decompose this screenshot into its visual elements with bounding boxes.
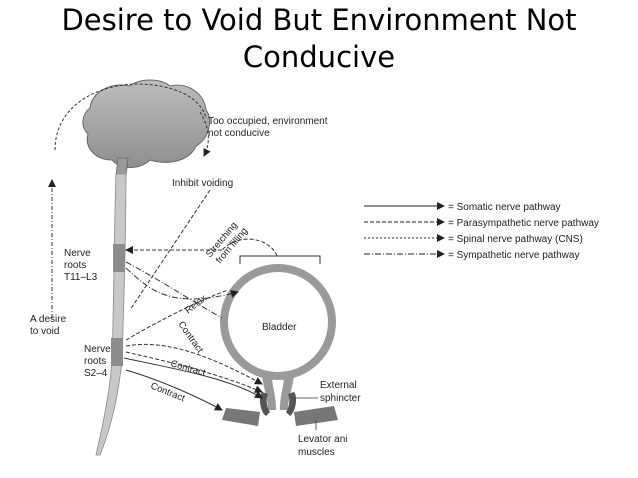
contract-label-1: Contract — [176, 319, 206, 355]
nerve-roots-t-label-3: T11–L3 — [64, 272, 98, 283]
nerve-roots-s-label-2: roots — [84, 356, 106, 367]
nerve-root-segment-s2-4 — [111, 338, 123, 366]
somatic-contract-pathway — [125, 369, 223, 411]
contract-to-bladder — [125, 289, 229, 341]
parasympathetic-contract-pathway-1 — [125, 343, 263, 385]
nerve-roots-t-label-1: Nerve — [64, 248, 91, 259]
stretch-bracket — [239, 255, 321, 264]
slide-title: Desire to Void But Environment Not Condu… — [0, 2, 638, 76]
levator-ani-label-2: muscles — [298, 447, 335, 458]
contract-label-2: Contract — [169, 358, 207, 379]
bladder-neck — [262, 372, 294, 410]
nerve-root-segment-t11-l3 — [113, 244, 125, 272]
nerve-roots-s-label-3: S2–4 — [84, 368, 108, 379]
inhibit-voiding-label: Inhibit voiding — [172, 178, 233, 189]
relax-label: Relax — [183, 293, 209, 317]
brain-to-inhibit-pathway-b — [199, 111, 211, 157]
external-sphincter-label-2: sphincter — [320, 393, 361, 404]
relax-pathway-2 — [125, 267, 239, 300]
levator-ani-left — [222, 408, 260, 426]
too-occupied-label-1: Too occupied, environment — [208, 116, 328, 127]
desire-label-2: to void — [30, 326, 59, 337]
spinal-cord — [95, 173, 127, 456]
slide-title-line-2: Conducive — [242, 40, 396, 74]
sympathetic-relax-pathway — [125, 261, 223, 319]
levator-ani-label-1: Levator ani — [298, 434, 347, 445]
legend: = Somatic nerve pathway = Parasympatheti… — [364, 202, 599, 261]
brain-to-inhibit-pathway — [54, 83, 207, 151]
slide-title-line-1: Desire to Void But Environment Not — [61, 3, 577, 37]
bladder-label: Bladder — [262, 322, 297, 333]
too-occupied-label-2: not conducive — [208, 128, 270, 139]
legend-sympathetic-label: = Sympathetic nerve pathway — [448, 250, 579, 261]
legend-somatic-label: = Somatic nerve pathway — [448, 202, 561, 213]
external-sphincter-label-1: External — [320, 380, 357, 391]
brainstem-shape — [115, 157, 129, 177]
levator-ani-right — [294, 406, 338, 426]
legend-parasympathetic-label: = Parasympathetic nerve pathway — [448, 218, 599, 229]
stretching-pathway — [221, 238, 278, 257]
brain-shape — [82, 79, 211, 168]
parasympathetic-contract-pathway-2 — [125, 351, 263, 393]
somatic-contract-pathway-2 — [123, 357, 263, 399]
desire-label-1: A desire — [30, 314, 67, 325]
legend-spinal-label: = Spinal nerve pathway (CNS) — [448, 234, 583, 245]
nerve-roots-t-label-2: roots — [64, 260, 86, 271]
nerve-roots-s-label-1: Nerve — [84, 344, 111, 355]
bladder-inner-cavity — [228, 272, 328, 372]
